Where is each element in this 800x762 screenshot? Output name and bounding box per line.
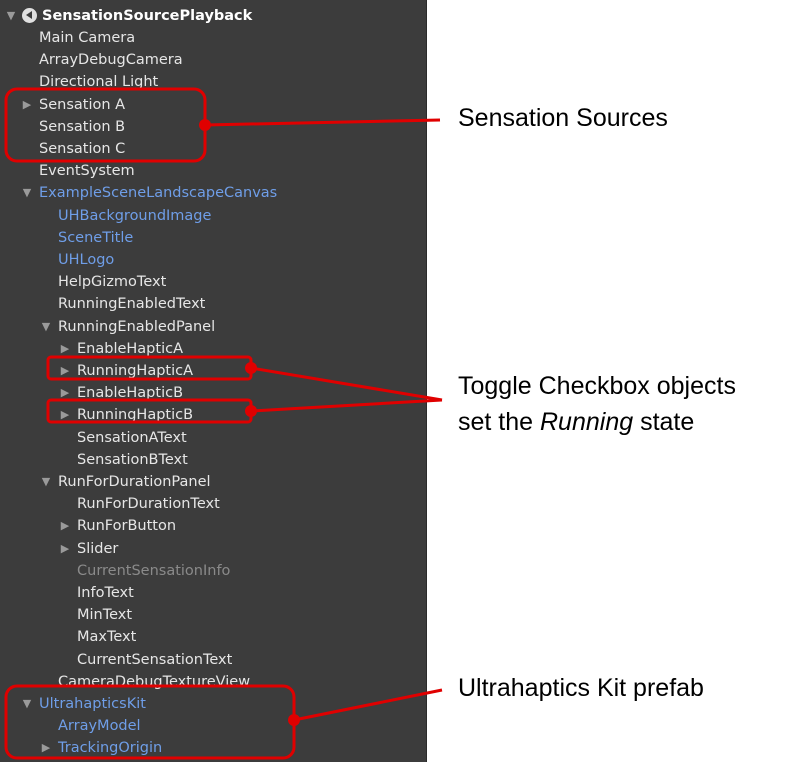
hierarchy-item-label: EnableHapticB [77, 385, 184, 402]
hierarchy-item-label: MaxText [77, 629, 137, 646]
hierarchy-item-label: ArrayDebugCamera [39, 52, 183, 69]
hierarchy-item-label: Directional Light [39, 74, 159, 91]
callout-toggle-line2-emph: Running [540, 408, 634, 436]
hierarchy-item-label: RunForButton [77, 518, 177, 535]
hierarchy-item-label: MinText [77, 607, 133, 624]
hierarchy-item-label: SensationAText [77, 429, 187, 446]
collapsed-arrow-icon[interactable]: ▶ [60, 408, 70, 422]
collapsed-arrow-icon[interactable]: ▶ [60, 341, 70, 355]
callout-sensation-sources: Sensation Sources [458, 104, 668, 132]
hierarchy-item-label: HelpGizmoText [58, 274, 167, 291]
expanded-arrow-icon[interactable]: ▼ [41, 475, 51, 488]
callout-toggle-line2: set the Running state [458, 404, 736, 440]
callout-toggle-line1: Toggle Checkbox objects [458, 372, 736, 400]
expanded-arrow-icon[interactable]: ▼ [22, 697, 32, 710]
hierarchy-item-label: ExampleSceneLandscapeCanvas [39, 185, 278, 202]
hierarchy-item-label: RunningEnabledPanel [58, 318, 216, 335]
hierarchy-item-label: EventSystem [39, 163, 135, 180]
hierarchy-item-label: SensationBText [77, 451, 188, 468]
hierarchy-item-label: CurrentSensationInfo [77, 562, 231, 579]
hierarchy-item-label: TrackingOrigin [58, 740, 163, 757]
collapsed-arrow-icon[interactable]: ▶ [60, 541, 70, 555]
hierarchy-item-label: Sensation B [39, 118, 126, 135]
hierarchy-item-label: UltrahapticsKit [39, 696, 146, 712]
hierarchy-item-label: Slider [77, 540, 119, 557]
collapsed-arrow-icon[interactable]: ▶ [41, 741, 51, 755]
hierarchy-item-label: RunningEnabledText [58, 296, 206, 313]
unity-scene-icon [22, 8, 37, 23]
expand-arrow-icon[interactable]: ▼ [6, 9, 16, 22]
scene-name: SensationSourcePlayback [42, 8, 253, 24]
collapsed-arrow-icon[interactable]: ▶ [22, 97, 32, 111]
hierarchy-item-label: Sensation A [39, 96, 126, 113]
expanded-arrow-icon[interactable]: ▼ [41, 319, 51, 333]
hierarchy-item-label: RunningHapticA [77, 363, 194, 379]
hierarchy-item-label: ArrayModel [58, 718, 141, 735]
hierarchy-item-label: EnableHapticA [77, 340, 183, 357]
hierarchy-item-label: RunForDurationPanel [58, 474, 211, 490]
collapsed-arrow-icon[interactable]: ▶ [60, 386, 70, 400]
callout-kit-prefab: Ultrahaptics Kit prefab [458, 674, 704, 702]
callout-toggle-checkbox: Toggle Checkbox objects set the Running … [458, 368, 736, 440]
hierarchy-item-label: RunForDurationText [77, 496, 220, 513]
hierarchy-item-label: SceneTitle [58, 229, 134, 246]
collapsed-arrow-icon[interactable]: ▶ [60, 364, 70, 377]
collapsed-arrow-icon[interactable]: ▶ [60, 519, 70, 533]
hierarchy-item-label: Main Camera [39, 30, 136, 46]
hierarchy-item-label: RunningHapticB [77, 407, 194, 424]
hierarchy-item-label: CameraDebugTextureView [58, 673, 251, 690]
callout-toggle-line2-suffix: state [633, 408, 695, 436]
hierarchy-item-label: InfoText [77, 585, 134, 601]
hierarchy-item-label: CurrentSensationText [77, 651, 233, 668]
hierarchy-item-label: UHLogo [58, 252, 115, 268]
expanded-arrow-icon[interactable]: ▼ [22, 186, 32, 200]
hierarchy-item-label: Sensation C [39, 141, 126, 157]
hierarchy-item-label: UHBackgroundImage [58, 207, 212, 224]
callout-toggle-line2-prefix: set the [458, 408, 540, 436]
